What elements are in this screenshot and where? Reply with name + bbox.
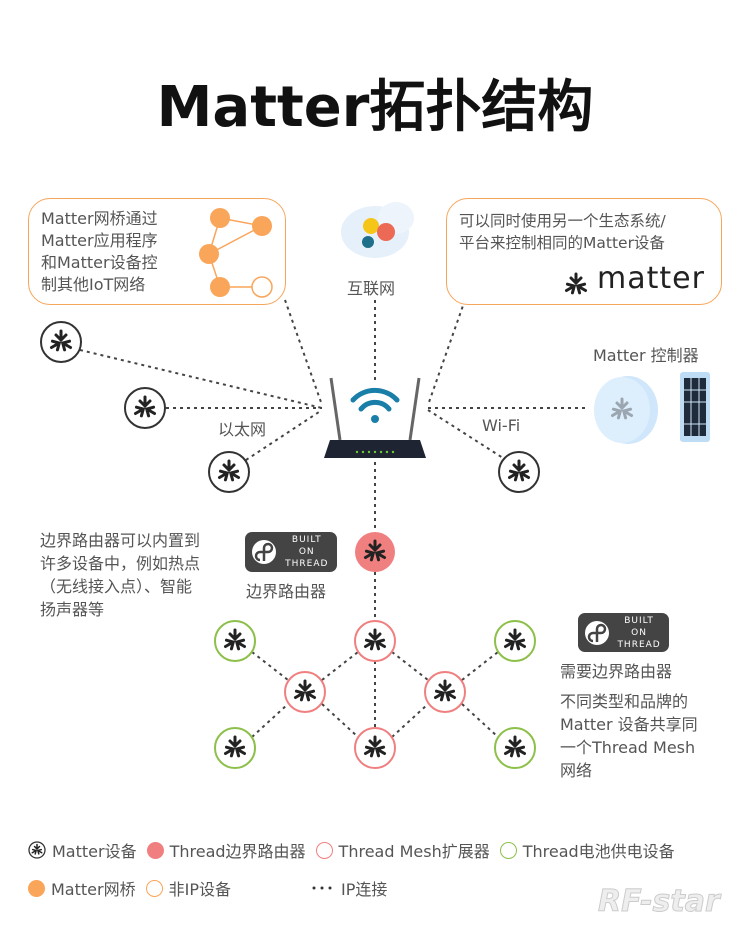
mesh-note-description: 不同类型和品牌的 Matter 设备共享同 一个Thread Mesh 网络 bbox=[560, 690, 698, 782]
bridge-text-line: Matter应用程序 bbox=[41, 231, 158, 250]
controller-label: Matter 控制器 bbox=[593, 346, 699, 365]
legend-battery-device: Thread电池供电设备 bbox=[499, 838, 675, 862]
bridge-text-line: 和Matter设备控 bbox=[41, 253, 158, 272]
legend-label: IP连接 bbox=[340, 880, 388, 899]
thread-logo-icon bbox=[252, 540, 276, 564]
ethernet-label: 以太网 bbox=[218, 420, 267, 439]
dotted-line-icon bbox=[312, 886, 332, 890]
legend-row-1: Matter设备 Thread边界路由器 Thread Mesh扩展器 Thre… bbox=[28, 838, 675, 862]
legend-label: Matter网桥 bbox=[51, 880, 136, 899]
filled-red-dot-icon bbox=[146, 841, 164, 859]
desc-line: 边界路由器可以内置到 bbox=[40, 531, 201, 550]
legend-label: 非IP设备 bbox=[168, 880, 231, 899]
legend-border-router: Thread边界路由器 bbox=[146, 838, 306, 862]
built-on-thread-badge: BUILT ON THREAD bbox=[245, 532, 337, 572]
desc-line: 不同类型和品牌的 bbox=[560, 692, 689, 711]
legend-ip-connection: IP连接 bbox=[311, 876, 387, 900]
thread-logo-icon bbox=[585, 620, 609, 645]
legend-matter-bridge: Matter网桥 bbox=[28, 876, 136, 900]
badge-text: THREAD bbox=[285, 559, 329, 569]
mesh-note-title: 需要边界路由器 bbox=[560, 662, 673, 681]
thread-battery-device-node bbox=[214, 727, 256, 769]
matter-device-ethernet-2 bbox=[124, 387, 166, 429]
desc-line: Matter 设备共享同 bbox=[560, 715, 698, 734]
ip-connections bbox=[79, 299, 585, 621]
matter-device-ethernet-1 bbox=[40, 321, 82, 363]
bridge-text-line: Matter网桥通过 bbox=[41, 209, 158, 228]
outline-red-circle-icon bbox=[315, 841, 333, 859]
watermark-logo: RF-star bbox=[598, 884, 721, 920]
legend-mesh-extender: Thread Mesh扩展器 bbox=[315, 838, 490, 862]
legend-row-2: Matter网桥 非IP设备 IP连接 bbox=[28, 876, 387, 900]
legend-label: Thread Mesh扩展器 bbox=[338, 842, 490, 861]
matter-controller-tablet-icon bbox=[680, 372, 710, 442]
wifi-label: Wi-Fi bbox=[482, 416, 521, 435]
badge-text: THREAD bbox=[617, 639, 661, 650]
ecosystem-box: 可以同时使用另一个生态系统/ 平台来控制相同的Matter设备 matter bbox=[446, 198, 722, 305]
page-title: Matter拓扑结构 bbox=[156, 75, 594, 140]
router-icon bbox=[324, 377, 426, 458]
thread-mesh-links bbox=[251, 651, 499, 738]
legend-label: Thread边界路由器 bbox=[169, 842, 306, 861]
matter-device-icon bbox=[28, 841, 46, 859]
legend-label: Thread电池供电设备 bbox=[522, 842, 675, 861]
thread-mesh-extender-node bbox=[424, 671, 466, 713]
thread-battery-device-node bbox=[494, 620, 536, 662]
border-router-description: 边界路由器可以内置到 许多设备中，例如热点 （无线接入点）、智能 扬声器等 bbox=[40, 529, 200, 621]
desc-line: 许多设备中，例如热点 bbox=[40, 554, 201, 573]
wifi-icon bbox=[350, 387, 400, 423]
desc-line: 扬声器等 bbox=[40, 600, 105, 619]
thread-battery-device-node bbox=[214, 620, 256, 662]
internet-cloud-icon bbox=[341, 202, 414, 258]
badge-text: BUILT ON bbox=[624, 615, 654, 638]
bridge-network-icon bbox=[199, 208, 273, 298]
outline-orange-circle-icon bbox=[145, 879, 163, 897]
internet-label: 互联网 bbox=[347, 279, 396, 298]
matter-logo-icon bbox=[562, 272, 590, 297]
legend-label: Matter设备 bbox=[52, 842, 137, 861]
bridge-text-line: 制其他IoT网络 bbox=[41, 275, 146, 294]
badge-text: BUILT ON bbox=[291, 535, 322, 557]
desc-line: 网络 bbox=[560, 761, 593, 780]
matter-bridge-box: Matter网桥通过 Matter应用程序 和Matter设备控 制其他IoT网… bbox=[28, 198, 286, 305]
thread-border-router-node bbox=[355, 532, 395, 572]
filled-orange-dot-icon bbox=[28, 879, 45, 897]
matter-logo-text: matter bbox=[597, 261, 705, 296]
thread-battery-device-node bbox=[494, 727, 536, 769]
thread-mesh-extender-node bbox=[354, 620, 396, 662]
legend-matter-device: Matter设备 bbox=[28, 838, 137, 862]
ecosystem-text-line: 平台来控制相同的Matter设备 bbox=[459, 234, 665, 252]
ecosystem-text-line: 可以同时使用另一个生态系统/ bbox=[459, 212, 666, 230]
matter-device-wifi bbox=[498, 451, 540, 493]
matter-controller-speaker-icon bbox=[594, 376, 658, 444]
outline-green-circle-icon bbox=[499, 841, 517, 859]
legend-non-ip-device: 非IP设备 bbox=[145, 876, 231, 900]
thread-mesh-extender-node bbox=[354, 727, 396, 769]
thread-mesh-extender-node bbox=[284, 671, 326, 713]
desc-line: 一个Thread Mesh bbox=[560, 738, 696, 757]
border-router-label: 边界路由器 bbox=[246, 582, 327, 601]
desc-line: （无线接入点）、智能 bbox=[40, 577, 193, 596]
matter-device-ethernet-3 bbox=[208, 451, 250, 493]
